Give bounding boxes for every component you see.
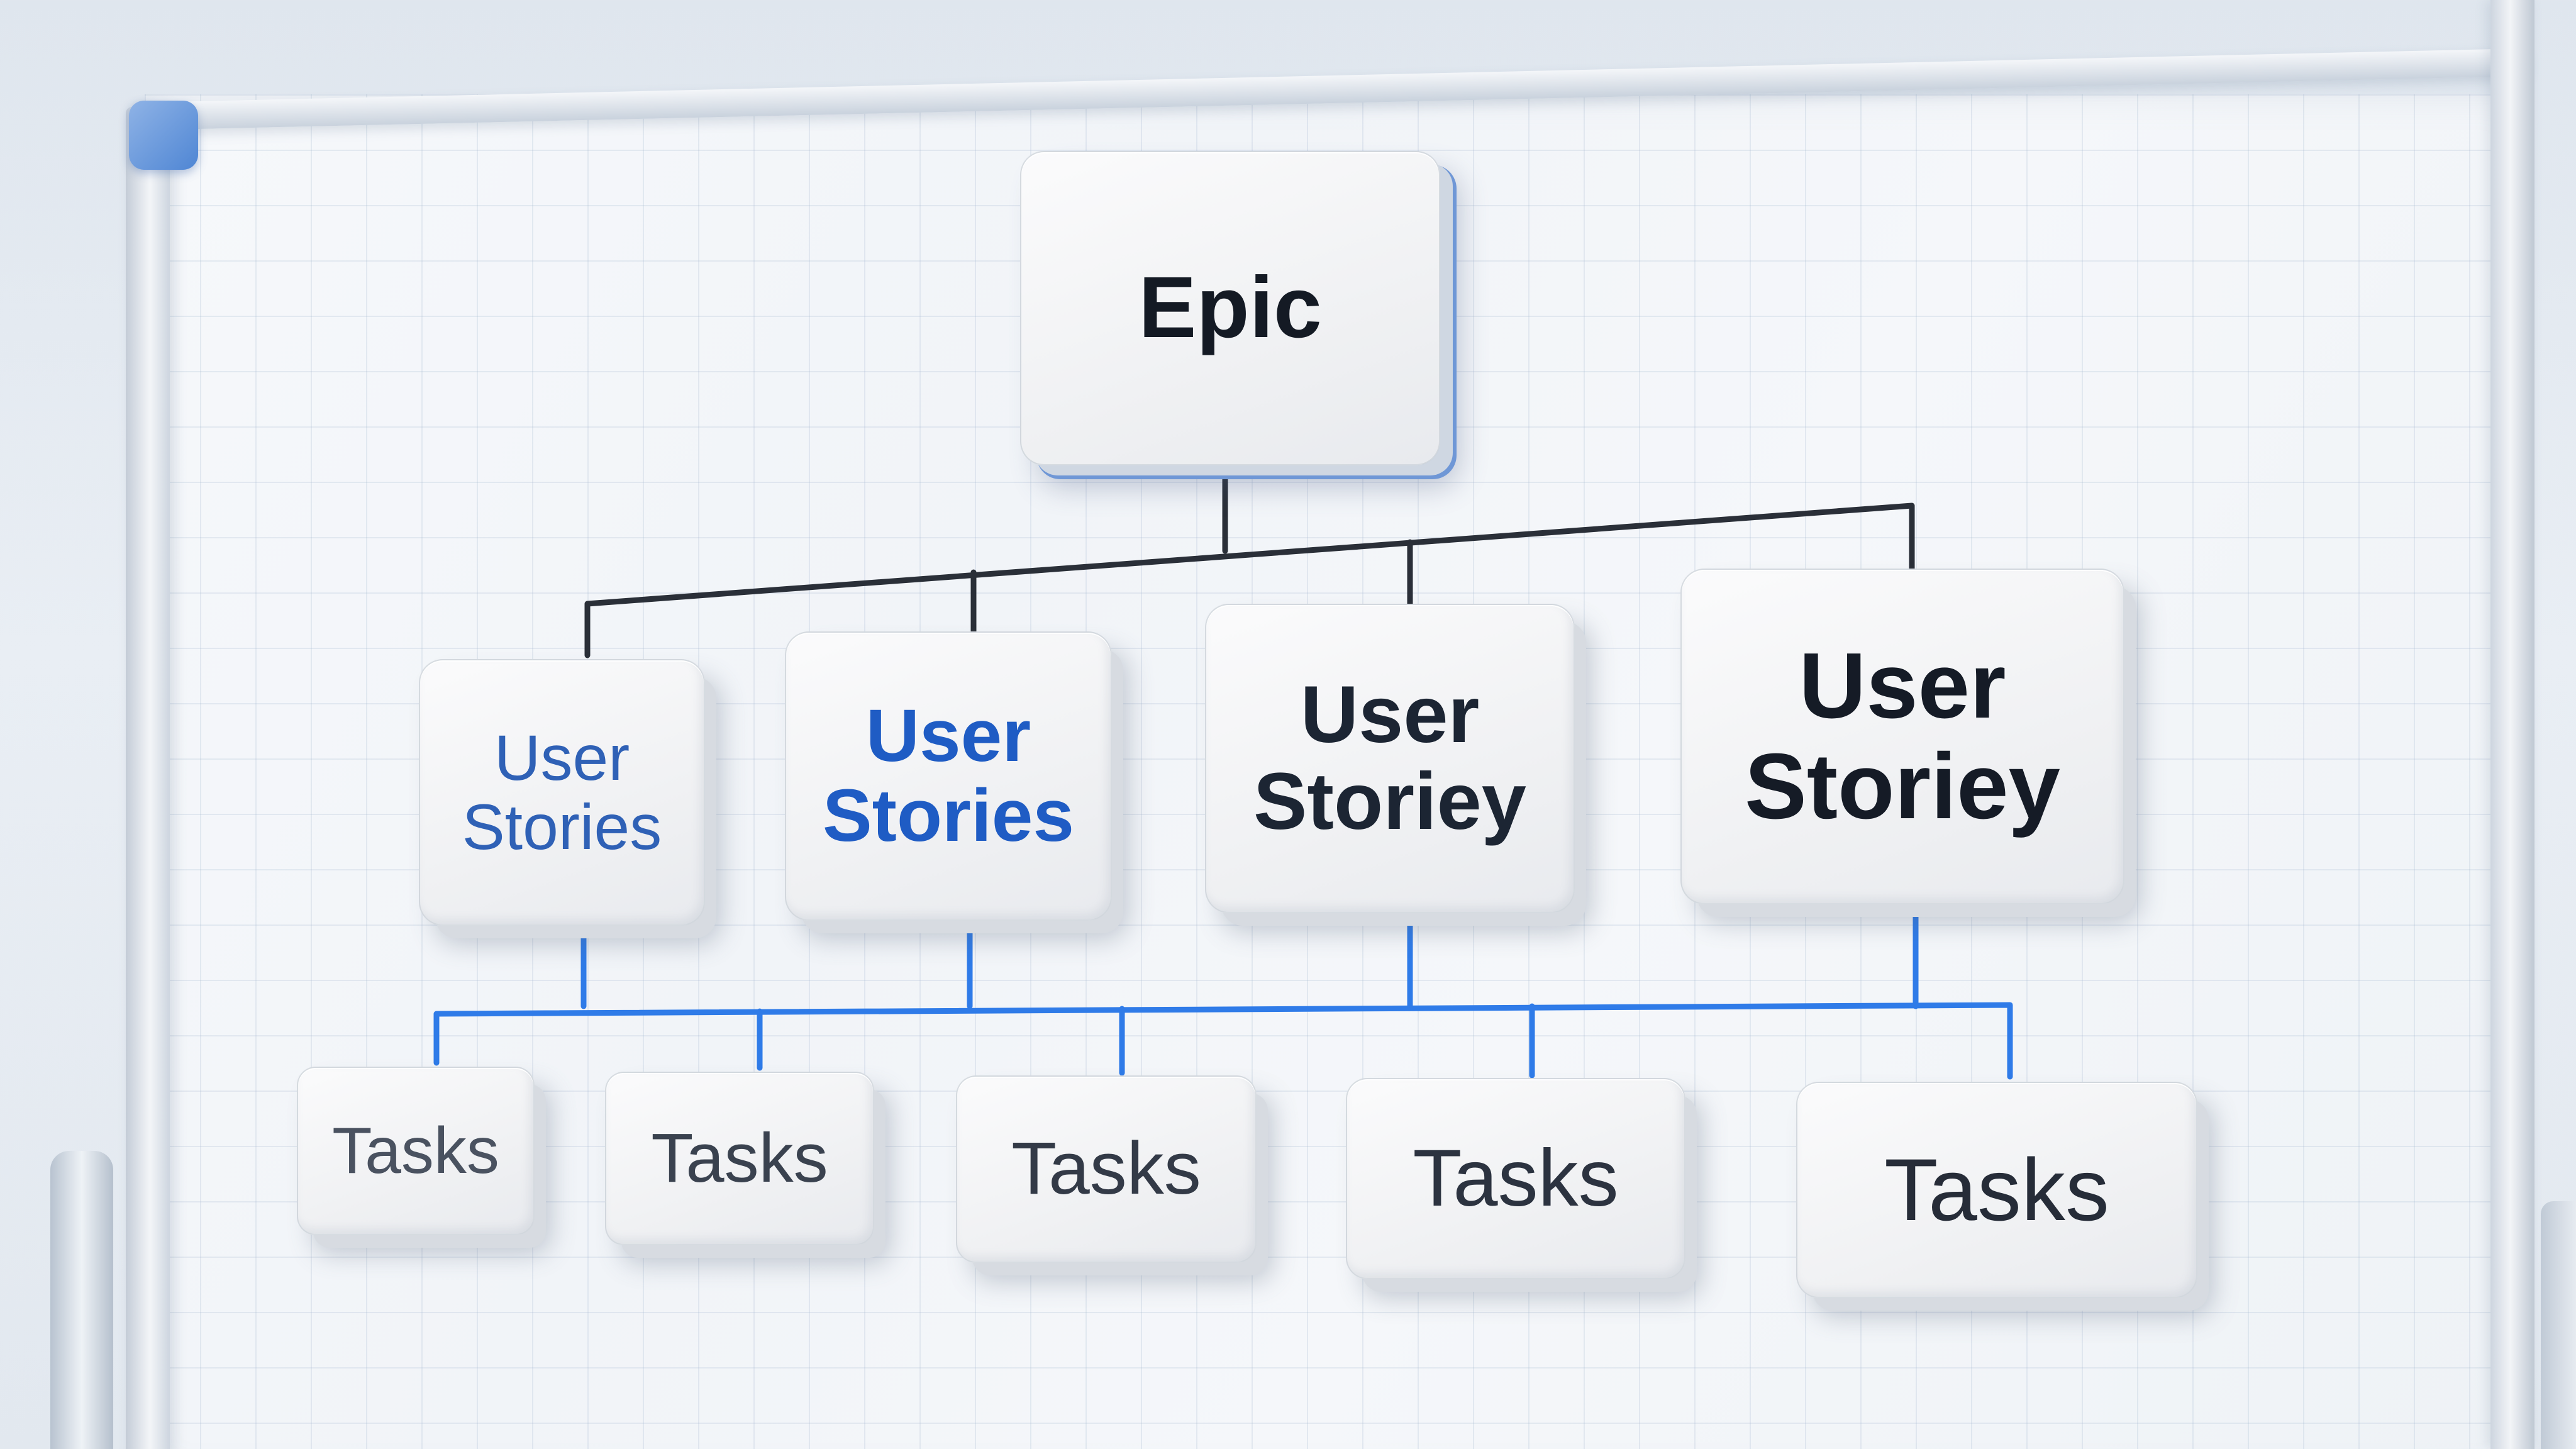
story-node-2[interactable]: User Stories — [785, 631, 1112, 921]
task-node-4[interactable]: Tasks — [1346, 1078, 1685, 1279]
task-2-label: Tasks — [651, 1119, 828, 1197]
task-node-5[interactable]: Tasks — [1796, 1082, 2197, 1298]
story-1-line2: Stories — [462, 791, 662, 863]
task-bus — [433, 1002, 2013, 1080]
story-3-line1: User — [1300, 669, 1480, 760]
story-node-3[interactable]: User Storiey — [1205, 604, 1575, 913]
story-node-4[interactable]: User Storiey — [1680, 569, 2124, 904]
epic-node[interactable]: Epic — [1020, 151, 1440, 465]
story-2-line2: Stories — [822, 774, 1075, 857]
whiteboard-frame-right — [2490, 0, 2534, 1449]
story-node-1[interactable]: User Stories — [419, 659, 705, 926]
story-bus — [584, 502, 1915, 658]
story-3-line2: Storiey — [1253, 757, 1526, 847]
task-5-label: Tasks — [1884, 1140, 2109, 1240]
task-node-3[interactable]: Tasks — [956, 1075, 1257, 1263]
epic-label: Epic — [1138, 259, 1322, 357]
story-2-line1: User — [865, 694, 1031, 777]
marker-tray-left — [50, 1151, 113, 1449]
task-node-1[interactable]: Tasks — [297, 1067, 535, 1235]
stories-to-tasks-connectors — [433, 908, 2013, 1080]
frame-corner-cap — [129, 101, 198, 170]
task-1-label: Tasks — [332, 1114, 499, 1187]
task-3-label: Tasks — [1011, 1127, 1201, 1211]
task-node-2[interactable]: Tasks — [605, 1072, 874, 1245]
epic-to-stories-connectors — [584, 462, 1915, 658]
story-1-line1: User — [494, 721, 630, 794]
task-4-label: Tasks — [1413, 1133, 1619, 1223]
marker-tray-right — [2541, 1201, 2576, 1449]
whiteboard-frame-left — [126, 107, 170, 1449]
story-4-line2: Storiey — [1745, 735, 2060, 838]
story-4-line1: User — [1799, 634, 2006, 738]
